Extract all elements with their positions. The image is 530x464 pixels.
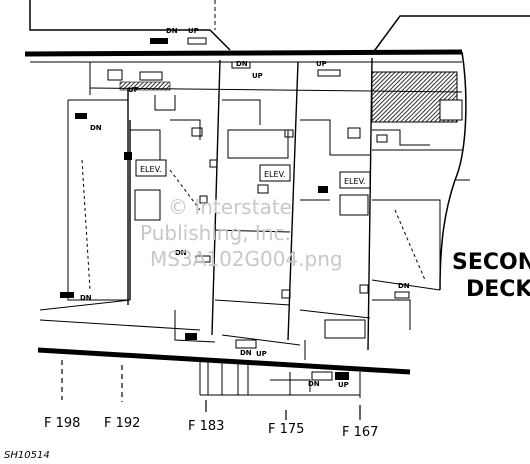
- up-label: UP: [316, 60, 327, 68]
- elevator-label-2: ELEV.: [264, 170, 286, 179]
- dn-label: DN: [308, 380, 320, 388]
- top-outline-left: [29, 0, 231, 51]
- lower-structure: [199, 360, 361, 398]
- up-label: UP: [252, 72, 263, 80]
- up-label: UP: [338, 381, 349, 389]
- frame-label-192: F 192: [104, 416, 140, 431]
- frame-label-183: F 183: [188, 419, 224, 434]
- elevator-box-3: [339, 171, 371, 189]
- deck-label-line-2: DECK: [466, 277, 530, 302]
- frame-label-198: F 198: [44, 416, 80, 431]
- up-label: UP: [128, 86, 139, 94]
- stair-labels: DN UP DN UP UP UP DN DN DN DN DN UP DN U…: [80, 27, 410, 389]
- watermark-line-1: © Interstate: [168, 195, 292, 219]
- dn-label: DN: [166, 27, 178, 35]
- dn-label: DN: [398, 282, 410, 290]
- elevators: ELEV. ELEV. ELEV.: [135, 159, 371, 189]
- dn-label: DN: [80, 294, 92, 302]
- elevator-box-1: [135, 159, 167, 177]
- lower-hull-line: [37, 347, 411, 375]
- dn-label: DN: [90, 124, 102, 132]
- watermark: © Interstate Publishing, Inc. MS3A102G00…: [140, 195, 343, 271]
- dn-label: DN: [236, 60, 248, 68]
- watermark-line-3: MS3A102G004.png: [150, 247, 343, 271]
- elevator-box-2: [259, 164, 291, 182]
- up-label: UP: [188, 27, 199, 35]
- upper-hull-line: [24, 49, 463, 57]
- frame-markers: [61, 360, 361, 420]
- elevator-label-1: ELEV.: [140, 165, 162, 174]
- interior-structure: [39, 95, 462, 360]
- dn-label: DN: [240, 349, 252, 357]
- elevator-label-3: ELEV.: [344, 177, 366, 186]
- stairs-and-fixtures: [60, 37, 410, 381]
- dn-label: DN: [175, 249, 187, 257]
- drawing-id: SH10514: [4, 450, 50, 461]
- up-label: UP: [256, 350, 267, 358]
- frame-label-175: F 175: [268, 422, 304, 437]
- frame-label-167: F 167: [342, 425, 378, 440]
- top-outline-right: [371, 15, 530, 55]
- hull-lines: [24, 0, 530, 375]
- watermark-line-2: Publishing, Inc.: [140, 221, 291, 245]
